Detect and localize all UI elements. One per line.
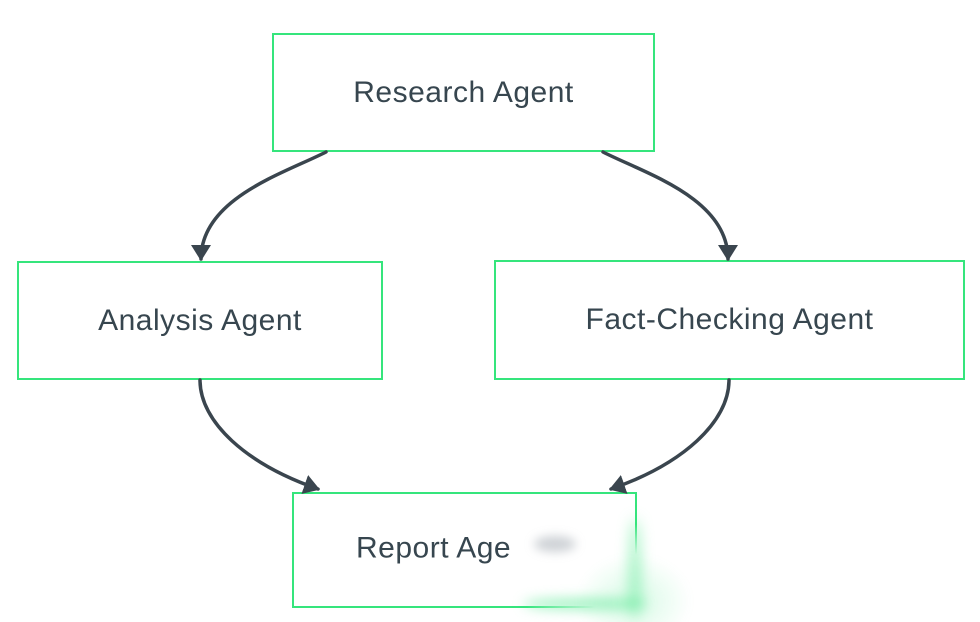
node-fact-checking-agent: Fact-Checking Agent <box>494 260 965 380</box>
green-glow-horizontal-artifact <box>523 598 647 610</box>
report-border-bottom-fading <box>292 606 637 608</box>
edge-fact-checking-to-report <box>609 378 731 494</box>
node-report-agent-label: Report Age <box>356 531 512 565</box>
edge-research-to-fact-checking <box>601 150 738 261</box>
edge-analysis-to-report <box>198 378 320 494</box>
node-analysis-agent: Analysis Agent <box>17 261 383 380</box>
text-smudge-artifact <box>534 536 576 552</box>
node-research-agent-label: Research Agent <box>353 75 574 109</box>
edge-research-to-analysis <box>191 150 328 261</box>
green-glow-corner-artifact <box>554 536 714 622</box>
node-analysis-agent-label: Analysis Agent <box>98 303 302 337</box>
node-report-agent: Report Age <box>292 492 714 622</box>
node-research-agent: Research Agent <box>272 33 655 152</box>
report-border-left <box>292 492 294 608</box>
report-border-right-fading <box>635 492 637 608</box>
node-fact-checking-agent-label: Fact-Checking Agent <box>585 303 874 336</box>
report-border-top <box>292 492 637 494</box>
